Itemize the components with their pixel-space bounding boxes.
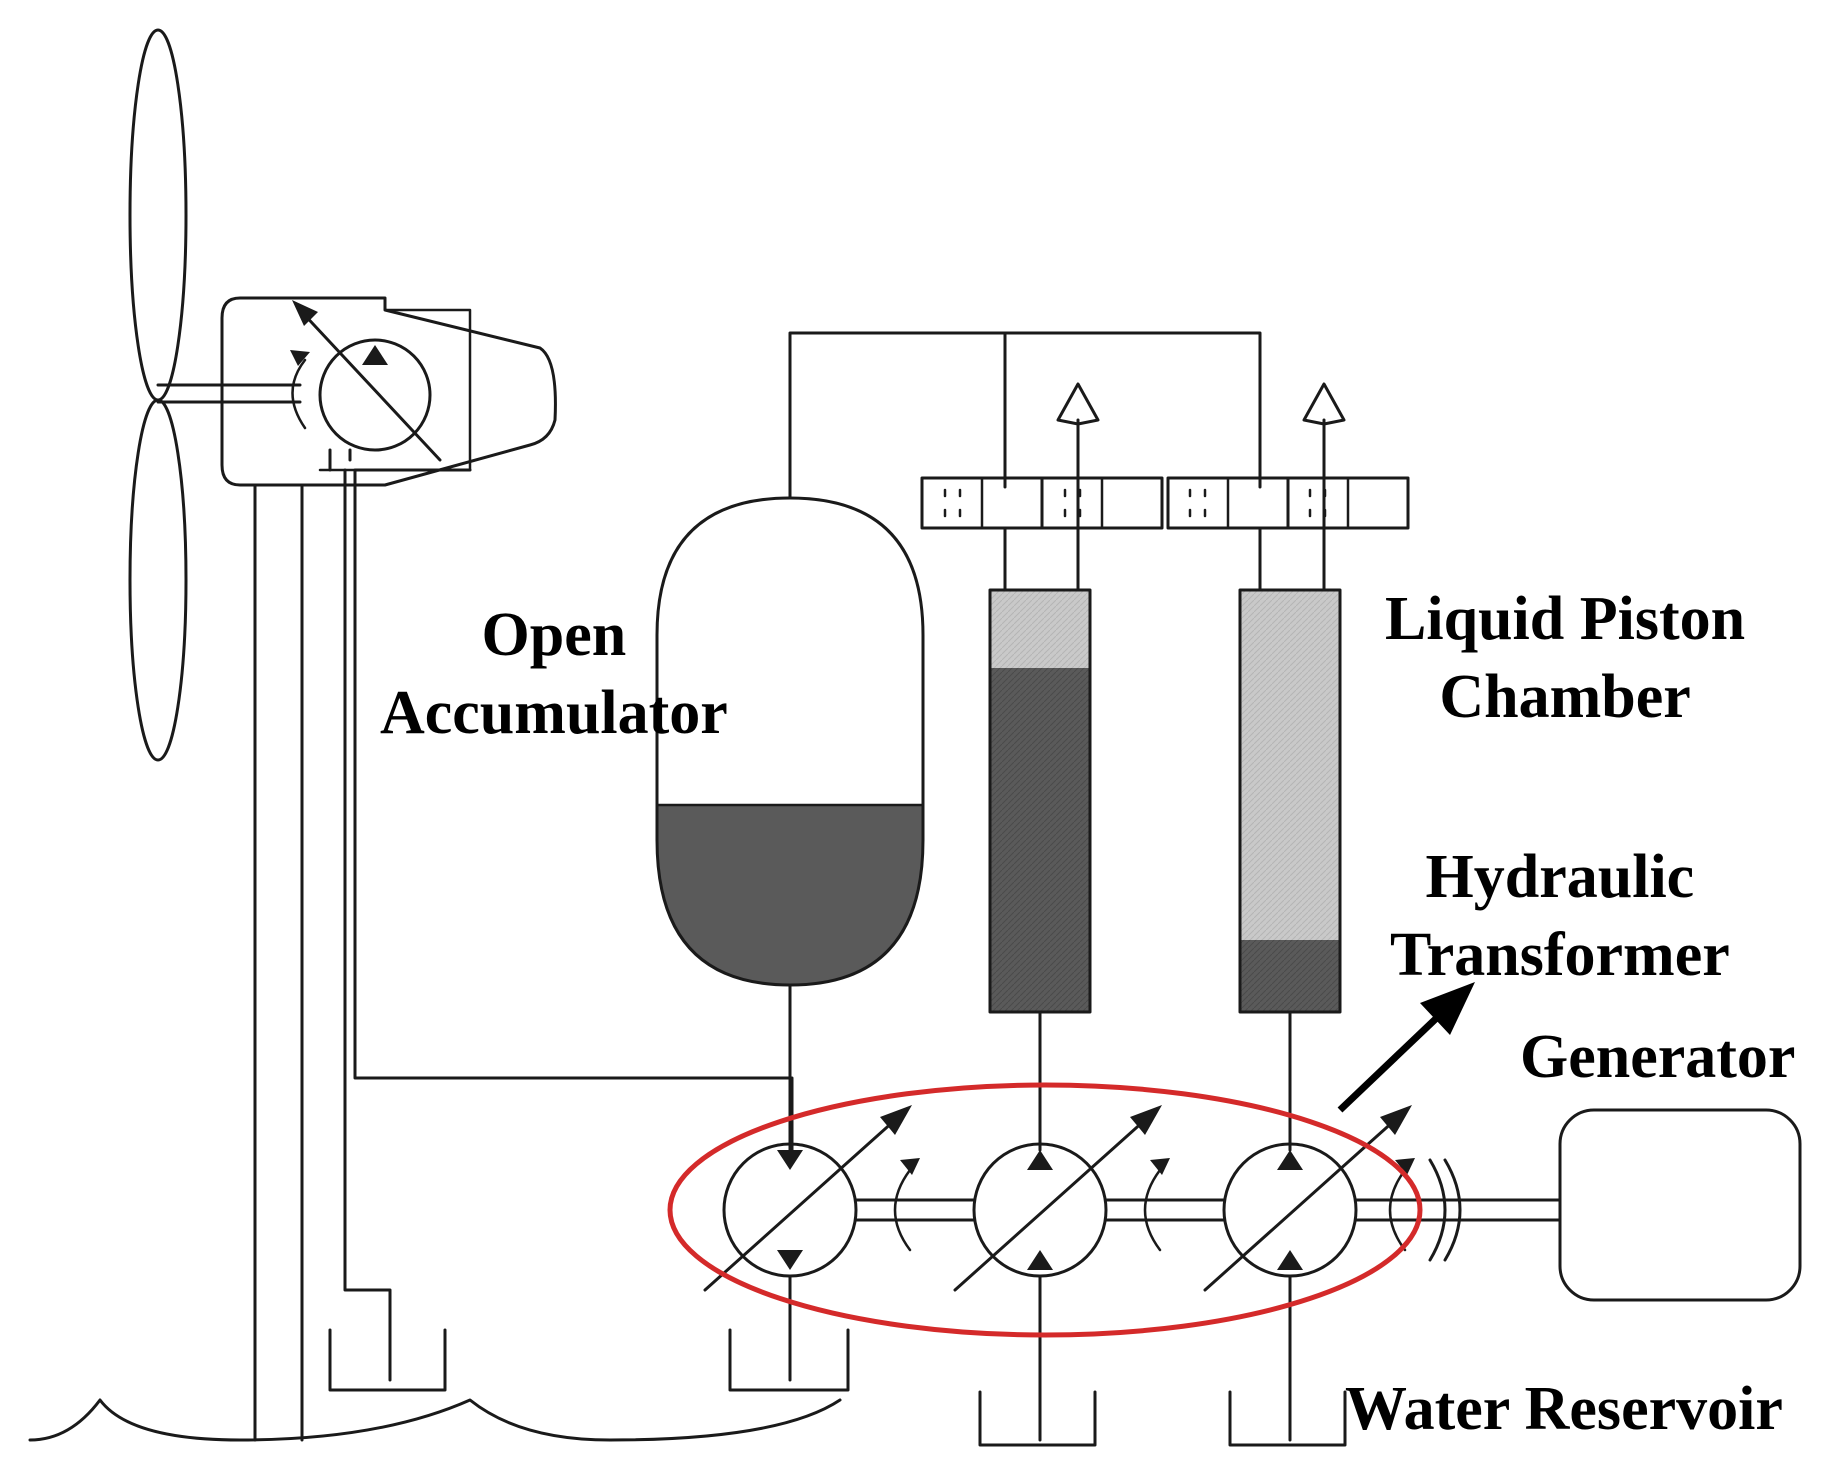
transformer-pointer-arrowhead bbox=[1420, 982, 1475, 1035]
pump-3 bbox=[1203, 1105, 1412, 1292]
chamber-2-gas bbox=[1240, 590, 1340, 940]
transformer-shaft bbox=[854, 1198, 1562, 1222]
water-reservoir-label-text: Water Reservoir bbox=[1345, 1375, 1783, 1443]
turbine-tower bbox=[253, 483, 304, 1442]
liquid-piston-chamber-label-line-2: Chamber bbox=[1439, 663, 1691, 731]
chamber-2-liquid bbox=[1240, 940, 1340, 1012]
tower-pipe-to-sump bbox=[328, 448, 392, 1382]
pump-2-reservoir-tank bbox=[978, 1390, 1097, 1447]
turbine-nacelle bbox=[220, 296, 557, 487]
turbine-blade-upper bbox=[128, 28, 188, 402]
generator-label: Generator bbox=[1520, 1018, 1795, 1096]
turbine-blade-lower bbox=[128, 398, 188, 762]
hydraulic-transformer-label-line-1: Hydraulic bbox=[1425, 843, 1695, 911]
pump-2 bbox=[953, 1105, 1162, 1292]
hydraulic-transformer-label-line-2: Transformer bbox=[1390, 921, 1730, 989]
tower-reservoir-tank bbox=[328, 1328, 447, 1392]
chamber-1-gas bbox=[990, 590, 1090, 668]
nacelle-pump-arrowhead bbox=[292, 300, 318, 326]
shaft-rotation-arc-1 bbox=[893, 1168, 912, 1252]
vent-triangle-1 bbox=[1056, 382, 1100, 426]
liquid-piston-chamber-label: Liquid Piston Chamber bbox=[1385, 580, 1745, 736]
rotor-shaft bbox=[156, 383, 302, 404]
shaft-rotation-arc-3 bbox=[1388, 1168, 1407, 1252]
nacelle-rotation-arc bbox=[291, 358, 307, 430]
pump-3-reservoir-tank bbox=[1228, 1390, 1347, 1447]
nacelle-pump bbox=[318, 338, 432, 452]
nacelle-pump-variable-arrow bbox=[298, 308, 442, 462]
turbine-rotor bbox=[128, 28, 188, 762]
shaft-coupling bbox=[1428, 1158, 1462, 1262]
valve-block bbox=[920, 476, 1410, 530]
accumulator-liquid bbox=[657, 805, 923, 985]
liquid-piston-chamber-1 bbox=[988, 588, 1092, 1014]
open-accumulator-label-line-1: Open bbox=[481, 601, 627, 669]
high-pressure-line bbox=[353, 468, 794, 1152]
accumulator-gas-line bbox=[788, 331, 1262, 500]
chamber-1-liquid bbox=[990, 668, 1090, 1012]
pump-1-reservoir-tank bbox=[728, 1328, 850, 1392]
vent-triangle-2 bbox=[1302, 382, 1346, 426]
sea-surface-waves bbox=[28, 1398, 842, 1442]
nacelle-pump-triangle bbox=[362, 345, 388, 365]
shaft-rotation-arc-2 bbox=[1143, 1168, 1162, 1252]
open-accumulator-label: Open Accumulator bbox=[380, 596, 728, 752]
nacelle-rotation-arrowhead bbox=[290, 350, 310, 366]
generator-label-text: Generator bbox=[1520, 1023, 1796, 1091]
pump-1 bbox=[703, 1105, 912, 1292]
hydraulic-transformer-highlight bbox=[667, 1082, 1423, 1338]
water-reservoir-label: Water Reservoir bbox=[1345, 1370, 1783, 1448]
accumulator-vessel bbox=[655, 496, 925, 987]
generator-box bbox=[1558, 1108, 1802, 1302]
hydraulic-transformer-label: Hydraulic Transformer bbox=[1390, 838, 1730, 994]
liquid-piston-chamber-2 bbox=[1238, 588, 1342, 1014]
open-accumulator-label-line-2: Accumulator bbox=[380, 679, 728, 747]
open-accumulator bbox=[655, 496, 925, 987]
liquid-piston-chamber-label-line-1: Liquid Piston bbox=[1385, 585, 1746, 653]
transformer-pointer-line bbox=[1337, 1007, 1448, 1113]
